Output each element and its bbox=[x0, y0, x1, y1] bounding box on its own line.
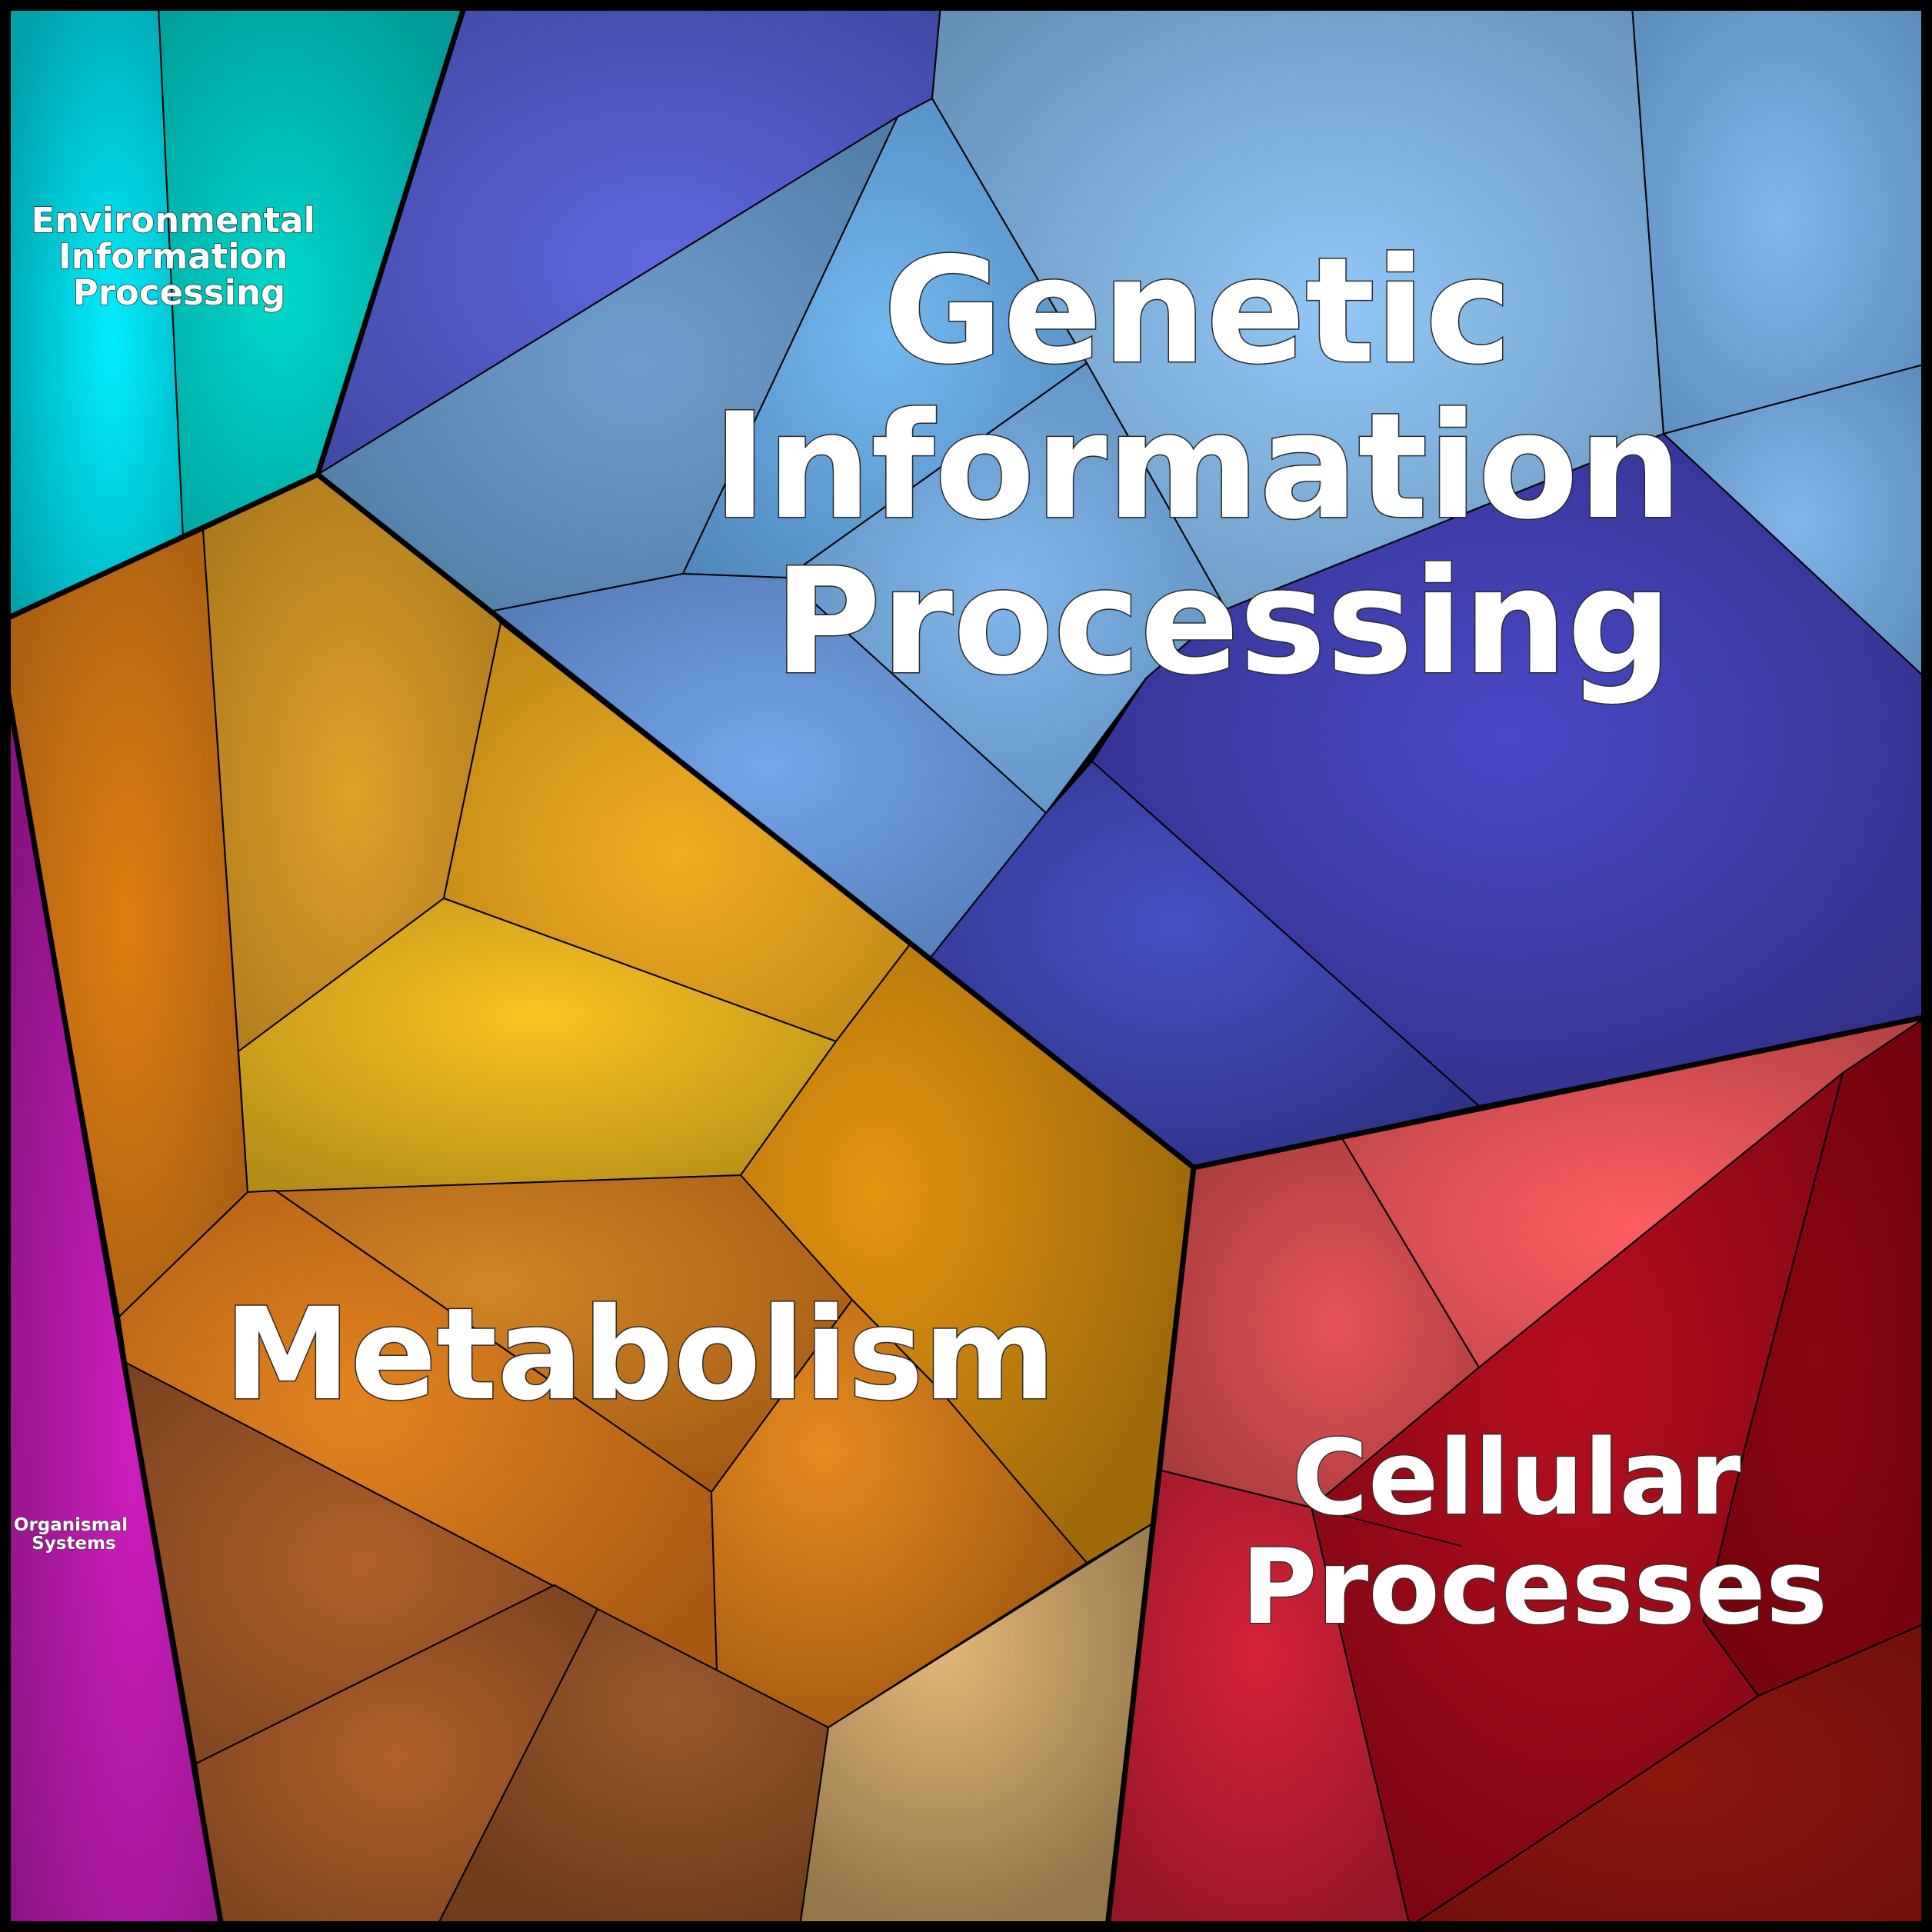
environmental-label: Environmental Information Processing bbox=[31, 200, 327, 313]
metabolism-label: Metabolism bbox=[224, 1281, 1055, 1428]
organismal-label-line2: Systems bbox=[32, 1534, 116, 1554]
genetic-cell-sky-right-top bbox=[1631, 5, 1927, 435]
environmental-label-line3: Processing bbox=[73, 272, 286, 313]
organismal-label-line1: Organismal bbox=[14, 1515, 128, 1535]
genetic-label-line1: Genetic bbox=[883, 226, 1512, 396]
genetic-label-line2: Information bbox=[713, 381, 1683, 551]
genetic-label: Genetic Information Processing bbox=[713, 226, 1734, 707]
interior-lines bbox=[275, 362, 1927, 1547]
cellular-label-line2: Processes bbox=[1241, 1527, 1827, 1647]
cellular-label-line1: Cellular bbox=[1292, 1417, 1741, 1538]
environmental-label-line1: Environmental bbox=[31, 200, 315, 241]
environmental-label-line2: Information bbox=[58, 236, 288, 277]
metabolism-region bbox=[5, 474, 1194, 1927]
cellular-label: Cellular Processes bbox=[1241, 1417, 1827, 1647]
metabolism-label-line1: Metabolism bbox=[224, 1281, 1055, 1428]
genetic-label-line3: Processing bbox=[774, 537, 1672, 707]
cellular-region bbox=[1107, 1016, 1927, 1927]
environmental-region bbox=[5, 5, 465, 620]
organismal-label: Organismal Systems bbox=[14, 1515, 134, 1554]
